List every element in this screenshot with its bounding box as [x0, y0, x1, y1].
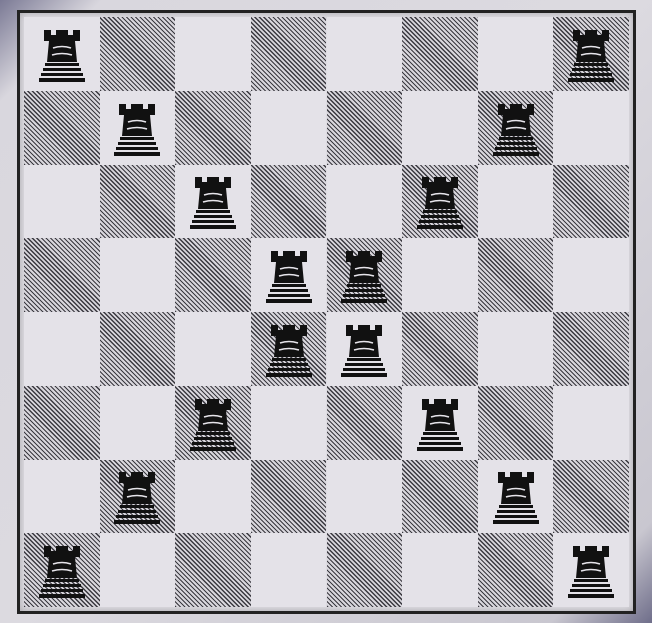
- rook-icon[interactable]: [338, 319, 390, 379]
- square-d6[interactable]: [251, 165, 327, 239]
- rook-icon[interactable]: [263, 245, 315, 305]
- square-b1[interactable]: [100, 533, 176, 607]
- square-h4[interactable]: [553, 312, 629, 386]
- square-e3[interactable]: [327, 386, 403, 460]
- square-g6[interactable]: [478, 165, 554, 239]
- square-f7[interactable]: [402, 91, 478, 165]
- square-h6[interactable]: [553, 165, 629, 239]
- square-c4[interactable]: [175, 312, 251, 386]
- square-e7[interactable]: [327, 91, 403, 165]
- square-c5[interactable]: [175, 238, 251, 312]
- square-a3[interactable]: [24, 386, 100, 460]
- square-g5[interactable]: [478, 238, 554, 312]
- square-g3[interactable]: [478, 386, 554, 460]
- square-b6[interactable]: [100, 165, 176, 239]
- square-e8[interactable]: [327, 17, 403, 91]
- rook-icon[interactable]: [187, 171, 239, 231]
- square-c2[interactable]: [175, 460, 251, 534]
- square-f2[interactable]: [402, 460, 478, 534]
- rook-icon[interactable]: [338, 245, 390, 305]
- square-d1[interactable]: [251, 533, 327, 607]
- square-b3[interactable]: [100, 386, 176, 460]
- square-e6[interactable]: [327, 165, 403, 239]
- square-h3[interactable]: [553, 386, 629, 460]
- rook-icon[interactable]: [36, 24, 88, 84]
- square-h5[interactable]: [553, 238, 629, 312]
- square-f8[interactable]: [402, 17, 478, 91]
- square-a4[interactable]: [24, 312, 100, 386]
- square-f1[interactable]: [402, 533, 478, 607]
- square-a2[interactable]: [24, 460, 100, 534]
- square-b4[interactable]: [100, 312, 176, 386]
- square-e1[interactable]: [327, 533, 403, 607]
- square-g1[interactable]: [478, 533, 554, 607]
- square-g4[interactable]: [478, 312, 554, 386]
- square-a5[interactable]: [24, 238, 100, 312]
- square-f4[interactable]: [402, 312, 478, 386]
- square-d2[interactable]: [251, 460, 327, 534]
- square-c7[interactable]: [175, 91, 251, 165]
- square-g8[interactable]: [478, 17, 554, 91]
- rook-icon[interactable]: [36, 540, 88, 600]
- rook-icon[interactable]: [414, 171, 466, 231]
- square-h7[interactable]: [553, 91, 629, 165]
- board-squares: [24, 17, 629, 607]
- rook-icon[interactable]: [565, 540, 617, 600]
- rook-icon[interactable]: [263, 319, 315, 379]
- square-f5[interactable]: [402, 238, 478, 312]
- square-b5[interactable]: [100, 238, 176, 312]
- rook-icon[interactable]: [414, 393, 466, 453]
- rook-icon[interactable]: [111, 98, 163, 158]
- square-d7[interactable]: [251, 91, 327, 165]
- square-a6[interactable]: [24, 165, 100, 239]
- rook-icon[interactable]: [187, 393, 239, 453]
- square-a7[interactable]: [24, 91, 100, 165]
- rook-icon[interactable]: [490, 98, 542, 158]
- rook-icon[interactable]: [111, 466, 163, 526]
- chess-board: [17, 10, 636, 614]
- square-h2[interactable]: [553, 460, 629, 534]
- square-b8[interactable]: [100, 17, 176, 91]
- square-d3[interactable]: [251, 386, 327, 460]
- square-c8[interactable]: [175, 17, 251, 91]
- square-c1[interactable]: [175, 533, 251, 607]
- square-e2[interactable]: [327, 460, 403, 534]
- square-d8[interactable]: [251, 17, 327, 91]
- rook-icon[interactable]: [565, 24, 617, 84]
- rook-icon[interactable]: [490, 466, 542, 526]
